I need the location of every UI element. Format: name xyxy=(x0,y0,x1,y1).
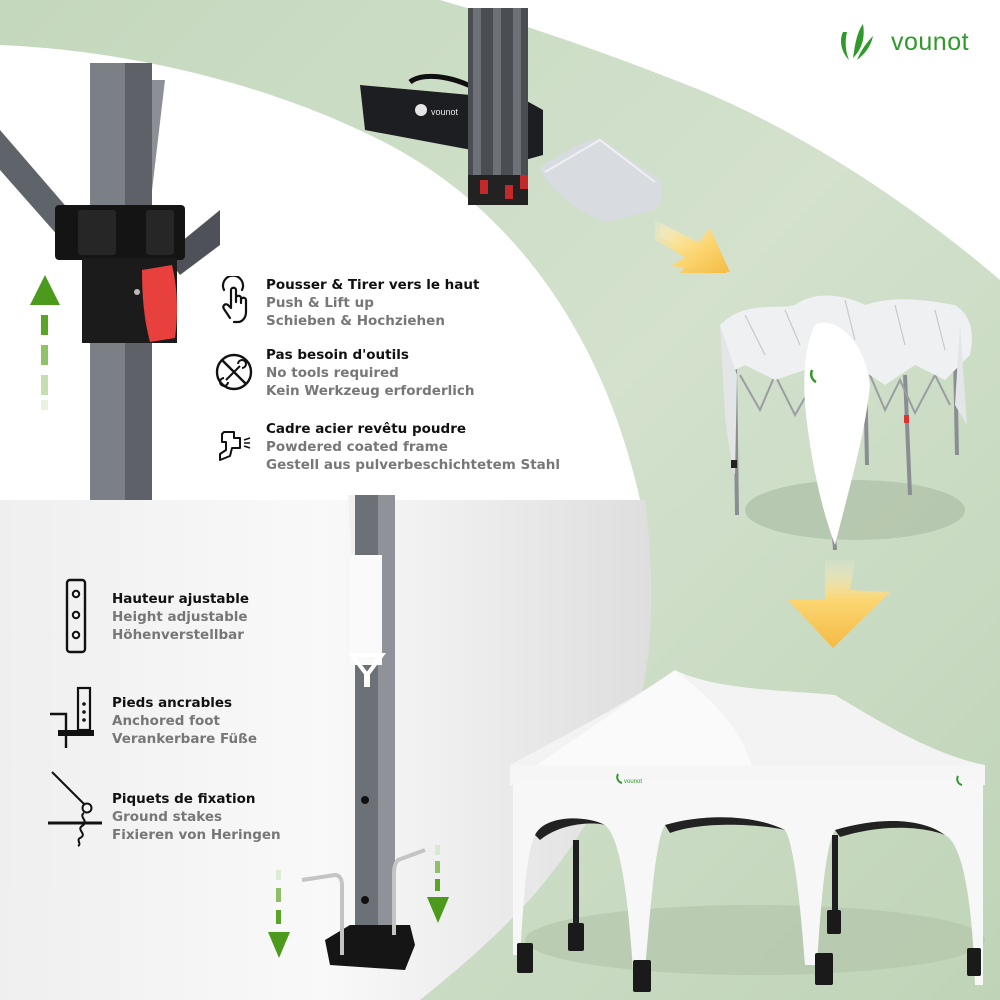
feature-de: Höhenverstellbar xyxy=(112,627,244,643)
feature-no-tools: Pas besoin d'outils No tools required Ke… xyxy=(212,346,474,400)
feature-fr: Piquets de fixation xyxy=(112,791,256,807)
assembled-gazebo-image: vounot xyxy=(510,670,985,992)
ground-stake-icon xyxy=(48,771,102,847)
feature-en: Push & Lift up xyxy=(266,295,374,311)
packed-kit-image: vounot xyxy=(360,8,663,222)
feature-de: Verankerbare Füße xyxy=(112,731,257,747)
feature-de: Schieben & Hochziehen xyxy=(266,313,445,329)
feature-de: Fixieren von Heringen xyxy=(112,827,281,843)
stake-down-arrow-right-icon xyxy=(427,845,449,923)
feature-en: Height adjustable xyxy=(112,609,248,625)
hand-pointer-icon xyxy=(221,276,248,324)
feature-push-lift: Pousser & Tirer vers le haut Push & Lift… xyxy=(212,276,479,330)
anchored-foot-icon xyxy=(50,686,94,748)
push-up-arrow-icon xyxy=(30,275,60,410)
feature-en: Powdered coated frame xyxy=(266,439,448,455)
feature-en: Anchored foot xyxy=(112,713,220,729)
bag-logo: vounot xyxy=(415,104,459,117)
feature-en: Ground stakes xyxy=(112,809,223,825)
leg-foot-image xyxy=(301,495,426,970)
stake-down-arrow-left-icon xyxy=(268,870,290,958)
spray-coating-icon xyxy=(219,431,251,461)
svg-text:vounot: vounot xyxy=(431,107,459,117)
feature-fr: Cadre acier revêtu poudre xyxy=(266,421,467,437)
tent-logo-left: vounot xyxy=(616,773,642,785)
feature-fr: Pas besoin d'outils xyxy=(266,347,409,363)
brand-logo: vounot xyxy=(835,22,969,62)
half-open-gazebo-image xyxy=(720,295,972,551)
feature-fr: Pousser & Tirer vers le haut xyxy=(266,277,480,293)
feature-ground-stakes: Piquets de fixation Ground stakes Fixier… xyxy=(48,770,281,850)
brand-name: vounot xyxy=(891,27,970,56)
feature-fr: Hauteur ajustable xyxy=(112,591,249,607)
feature-powder-coated: Cadre acier revêtu poudre Powdered coate… xyxy=(212,420,560,474)
feature-height-adjustable: Hauteur ajustable Height adjustable Höhe… xyxy=(58,578,249,656)
step-arrow-2-icon xyxy=(788,560,890,648)
tent-logo-right xyxy=(956,775,963,786)
feature-de: Gestell aus pulverbeschichtetem Stahl xyxy=(266,457,561,473)
red-latch-icon xyxy=(142,265,177,342)
feature-en: No tools required xyxy=(266,365,399,381)
svg-text:vounot: vounot xyxy=(624,779,642,785)
no-tools-icon xyxy=(215,353,253,391)
feature-fr: Pieds ancrables xyxy=(112,695,233,711)
feature-anchored-foot: Pieds ancrables Anchored foot Verankerba… xyxy=(48,686,257,752)
step-arrow-1-shape xyxy=(660,222,730,272)
vounot-leaf-icon xyxy=(841,24,873,60)
height-holes-icon xyxy=(65,578,87,654)
feature-de: Kein Werkzeug erforderlich xyxy=(266,383,475,399)
frame-joint-image xyxy=(0,63,220,500)
